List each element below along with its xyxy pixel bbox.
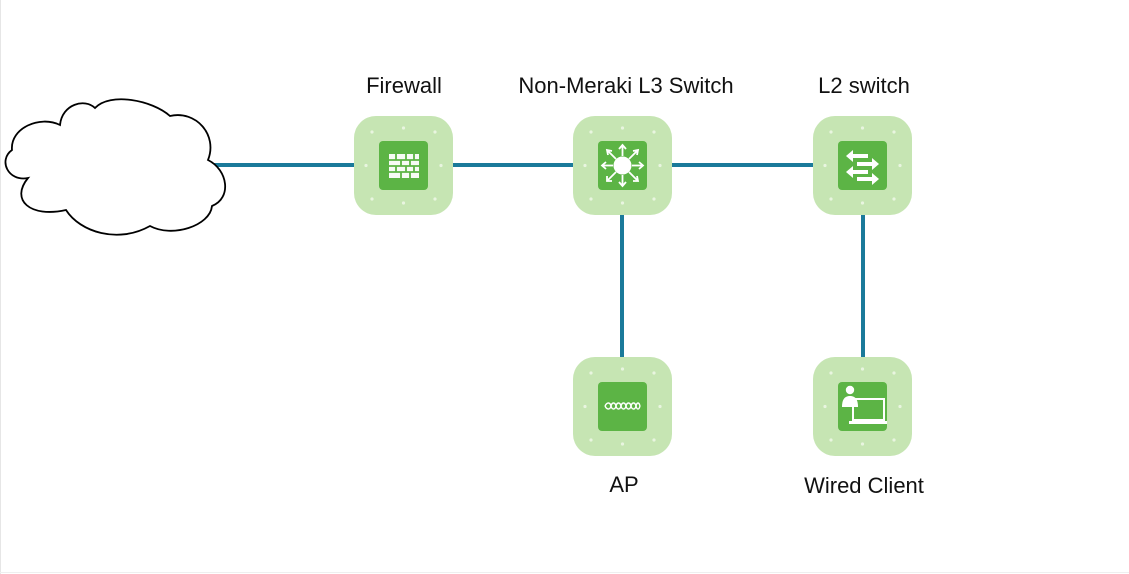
tile-dots: [583, 126, 662, 205]
wired-client-icon: [842, 385, 887, 424]
l3-switch-node[interactable]: [573, 116, 672, 215]
tile-dots: [823, 367, 902, 446]
tile-dots: [583, 367, 662, 446]
l2-switch-label: L2 switch: [818, 73, 910, 98]
tile-dots: [823, 126, 902, 205]
l2-switch-node[interactable]: [813, 116, 912, 215]
page-bottom-border: [0, 572, 1129, 573]
firewall-node[interactable]: [354, 116, 453, 215]
links-layer: [202, 163, 865, 358]
firewall-label: Firewall: [366, 73, 442, 98]
page-left-border: [0, 0, 1, 574]
l3-switch-label: Non-Meraki L3 Switch: [518, 73, 734, 98]
internet-cloud-node[interactable]: [4, 98, 227, 236]
cloud-icon: [4, 98, 227, 236]
wired-client-node[interactable]: [813, 357, 912, 456]
access-point-label: AP: [609, 472, 639, 497]
wired-client-label: Wired Client: [804, 473, 924, 498]
l2-switch-icon: [846, 150, 879, 185]
tile-dots: [364, 126, 443, 205]
l3-switch-icon: [600, 143, 645, 188]
access-point-node[interactable]: [573, 357, 672, 456]
firewall-icon: [389, 154, 419, 178]
